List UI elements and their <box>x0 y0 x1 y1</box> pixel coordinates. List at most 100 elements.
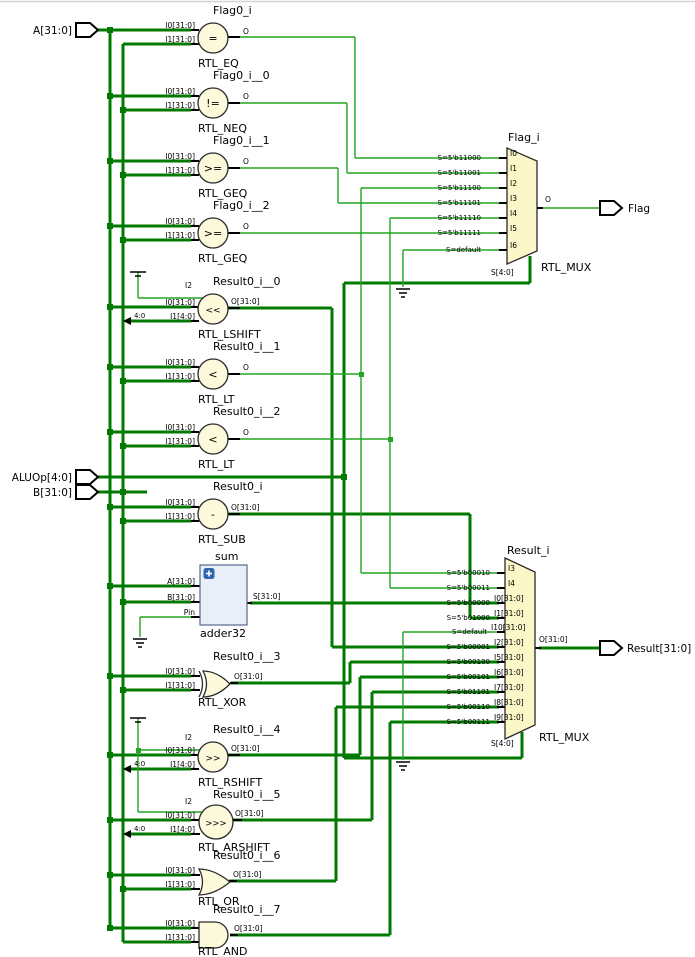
block-adder32: sum adder32 A[31:0] B[31:0] Pin S[31:0] <box>167 550 280 640</box>
mux-port-label: I5[31:0] <box>494 653 524 662</box>
gate-body[interactable] <box>197 358 229 390</box>
pin-label-o: O[31:0] <box>234 924 263 933</box>
mux-port-label: I4 <box>508 579 515 588</box>
mux-body[interactable] <box>506 147 538 265</box>
pin-label-s: S[4:0] <box>491 268 514 277</box>
gate-body[interactable] <box>198 921 229 949</box>
gate-rtl-xor: Result0_i__3 RTL_XOR I0[31:0] I1[31:0] O… <box>165 650 280 709</box>
slice-tap-triangle <box>123 830 131 838</box>
pin-label-o: O[31:0] <box>231 503 260 512</box>
port-label: ALUOp[4:0] <box>12 472 72 484</box>
gate-op: - <box>211 508 215 521</box>
port-flag[interactable]: Flag <box>599 200 650 216</box>
gate-type: RTL_GEQ <box>198 187 248 200</box>
pin-label-i0: I0[31:0] <box>165 811 195 820</box>
gate-body[interactable] <box>197 152 229 184</box>
gate-op: >= <box>204 227 222 240</box>
block-type: adder32 <box>200 627 246 640</box>
gate-type: RTL_LT <box>198 458 235 471</box>
port-result[interactable]: Result[31:0] <box>599 640 691 656</box>
mux-sel-value: S=5'b01101 <box>447 688 490 696</box>
mux-port-label: I1 <box>510 164 517 173</box>
gate-input-stubs <box>191 29 200 943</box>
gate-rtl-geq-1: >= Flag0_i__1 RTL_GEQ I0[31:0] I1[31:0] … <box>165 134 269 200</box>
mux-sel-value: S=5'b11110 <box>438 214 481 222</box>
slice-tap-triangle <box>123 317 131 325</box>
gate-body[interactable] <box>197 22 229 54</box>
gate-body[interactable] <box>201 670 231 698</box>
output-port-symbol[interactable] <box>599 200 624 216</box>
gate-body[interactable] <box>197 868 232 896</box>
gate-type: RTL_NEQ <box>198 122 247 135</box>
ground-symbol <box>396 288 410 298</box>
port-label: B[31:0] <box>33 487 72 499</box>
mux-pin-stubs <box>497 157 507 723</box>
pin-label-i0: I0[31:0] <box>165 358 195 367</box>
gate-body[interactable] <box>198 804 234 840</box>
mux-port-label: I0[31:0] <box>494 594 524 603</box>
mux-sel-value: S=5'b00000 <box>447 599 490 607</box>
gate-rtl-sub: - Result0_i RTL_SUB I0[31:0] I1[31:0] O[… <box>165 480 262 546</box>
slice-label: 4:0 <box>134 760 145 768</box>
net-a-bus[interactable] <box>98 28 191 930</box>
net-single-bit-wires[interactable] <box>137 36 600 813</box>
pin-label-i1: I1[31:0] <box>165 101 195 110</box>
net-aluop-select-bus[interactable] <box>98 256 532 760</box>
port-aluop[interactable]: ALUOp[4:0] <box>12 469 100 485</box>
gate-type: RTL_LT <box>198 393 235 406</box>
pin-label-o: O[31:0] <box>539 635 568 644</box>
pin-label-i0: I0[31:0] <box>165 667 195 676</box>
gate-body[interactable] <box>197 741 229 773</box>
gate-body[interactable] <box>197 217 229 249</box>
gate-type: RTL_SUB <box>198 533 246 546</box>
output-port-symbol[interactable] <box>599 640 624 656</box>
input-port-symbol[interactable] <box>75 469 100 485</box>
mux-sel-value: S=5'b11111 <box>438 229 481 237</box>
gate-body[interactable] <box>197 498 229 530</box>
instance-name: Flag0_i__1 <box>213 134 270 147</box>
pin-label-i1: I1[31:0] <box>165 681 195 690</box>
gate-type: RTL_EQ <box>198 57 239 70</box>
port-b[interactable]: B[31:0] <box>33 484 100 500</box>
pin-label-o: O <box>243 428 249 437</box>
instance-name: Flag0_i__0 <box>213 69 270 82</box>
const0-bar <box>130 717 146 723</box>
pin-label-i1: I1[31:0] <box>165 933 195 942</box>
gate-op: << <box>205 306 220 316</box>
pin-label-o: O <box>243 27 249 36</box>
pin-label-i2: I2 <box>185 797 192 806</box>
mux-port-label: I2[31:0] <box>494 638 524 647</box>
gate-op: >>> <box>205 819 226 829</box>
gate-rtl-eq: = Flag0_i RTL_EQ I0[31:0] I1[31:0] O <box>165 4 251 70</box>
gate-rtl-lt-1: < Result0_i__1 RTL_LT I0[31:0] I1[31:0] … <box>165 340 280 406</box>
pin-label-i0: I0[31:0] <box>165 217 195 226</box>
junction-dots <box>107 27 393 931</box>
gate-body[interactable] <box>197 423 229 455</box>
pin-label-i1: I1[31:0] <box>165 372 195 381</box>
pin-label-o: O[31:0] <box>233 870 262 879</box>
mux-sel-value: S=5'b00101 <box>447 673 490 681</box>
gate-rtl-geq-2: >= Flag0_i__2 RTL_GEQ I0[31:0] I1[31:0] … <box>165 199 269 265</box>
gate-rtl-lt-2: < Result0_i__2 RTL_LT I0[31:0] I1[31:0] … <box>165 405 280 471</box>
mux-sel-value: S=5'b11001 <box>438 169 481 177</box>
mux-result: Result_i RTL_MUX O[31:0] S[4:0] S=5'b000… <box>447 544 590 748</box>
pin-label-o: O <box>545 195 551 204</box>
mux-port-label: I1[31:0] <box>494 609 524 618</box>
instance-name: Flag0_i <box>213 4 252 17</box>
pin-stubs <box>191 29 543 943</box>
mux-body[interactable] <box>504 556 536 741</box>
gate-rtl-and: Result0_i__7 RTL_AND I0[31:0] I1[31:0] O… <box>165 903 280 957</box>
input-port-symbol[interactable] <box>75 484 100 500</box>
input-port-symbol[interactable] <box>75 22 100 38</box>
net-b-bus[interactable] <box>98 42 191 944</box>
port-label: Result[31:0] <box>627 643 691 655</box>
instance-name: Result_i <box>507 544 550 557</box>
port-a[interactable]: A[31:0] <box>33 22 100 38</box>
gate-type: RTL_ARSHIFT <box>198 841 270 854</box>
gate-body[interactable] <box>197 87 229 119</box>
instance-name: Result0_i__7 <box>213 903 281 916</box>
net-gate-output-buses[interactable] <box>226 306 600 937</box>
gate-body[interactable] <box>197 293 229 325</box>
pin-label-o: O[31:0] <box>234 672 263 681</box>
